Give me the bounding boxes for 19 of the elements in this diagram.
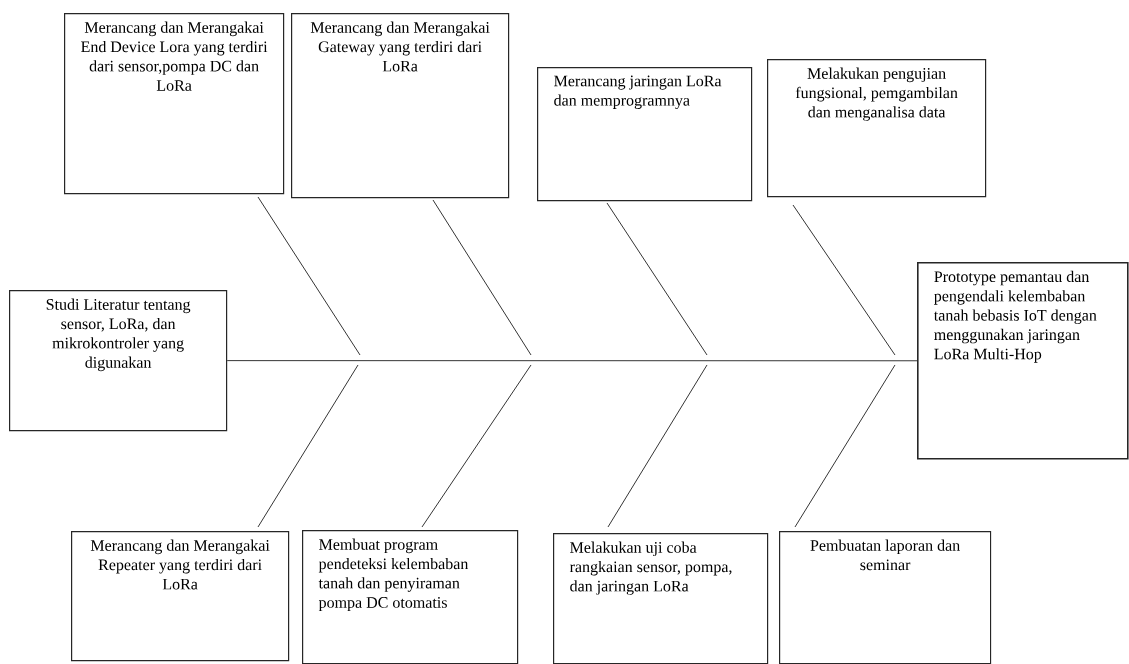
process-box: Pembuatan laporan dan seminar [779, 531, 992, 664]
spine-line [226, 360, 918, 362]
bone-line [606, 202, 708, 356]
bone-line [257, 364, 359, 528]
process-box: Studi Literatur tentang sensor, LoRa, dan mikrokontroler yang digunakan [9, 290, 228, 432]
process-box: Prototype pemantau dan pengendali kelembaban tanah bebasis IoT dengan menggunakan jaringan LoRa Multi-Hop [917, 262, 1129, 460]
process-box: Melakukan uji coba rangkaian sensor, pompa, dan jaringan LoRa [553, 533, 769, 664]
bone-line [421, 364, 532, 528]
process-box: Merancang dan Merangakai End Device Lora yang terdiri dari sensor,pompa DC dan LoRa [64, 13, 285, 195]
process-box: Membuat program pendeteksi kelembaban tanah dan penyiraman pompa DC otomatis [302, 530, 519, 664]
process-box: Merancang dan Merangakai Repeater yang terdiri dari LoRa [71, 531, 290, 662]
bone-line [432, 199, 532, 356]
bone-line [794, 364, 896, 528]
process-box: Merancang jaringan LoRa dan memprogramnya [537, 67, 753, 202]
bone-line [607, 364, 708, 528]
bone-line [257, 196, 361, 356]
bone-line [792, 204, 896, 356]
process-box: Melakukan pengujian fungsional, pemgambilan dan menganalisa data [767, 59, 987, 198]
process-box: Merancang dan Merangakai Gateway yang terdiri dari LoRa [291, 13, 510, 199]
